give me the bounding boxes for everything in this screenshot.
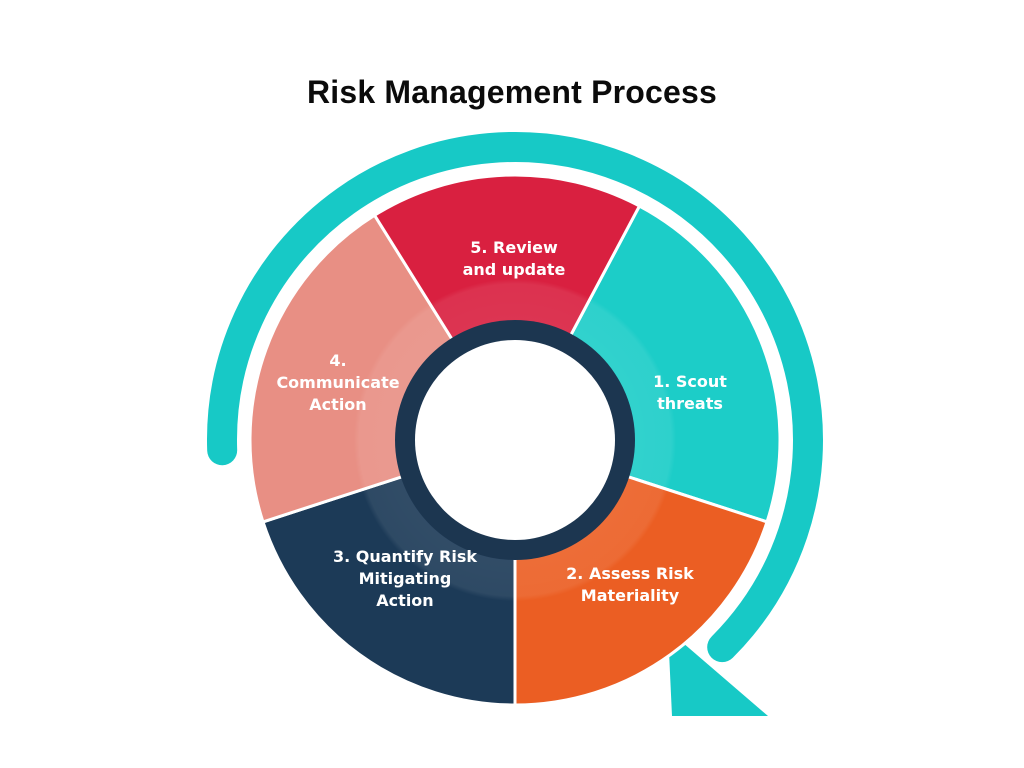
segment-label-line: 3. Quantify Risk <box>333 547 477 566</box>
segment-label-line: 2. Assess Risk <box>566 564 694 583</box>
segment-label-line: Materiality <box>581 586 680 605</box>
segment-label-line: threats <box>657 394 723 413</box>
segment-label-line: Action <box>376 591 433 610</box>
segment-label-line: 4. <box>329 351 346 370</box>
cycle-arrow-head <box>668 630 768 716</box>
segment-label-line: Communicate <box>276 373 399 392</box>
hub-center <box>415 340 615 540</box>
page-title: Risk Management Process <box>306 74 718 110</box>
segment-label-line: 1. Scout <box>653 372 727 391</box>
segment-label-line: 5. Review <box>470 238 558 257</box>
segment-label-scout: 1. Scout threats <box>653 372 727 413</box>
segment-label-line: Action <box>309 395 366 414</box>
segment-label-review: 5. Review and update <box>463 238 566 279</box>
cycle-arrow-arc <box>207 132 823 663</box>
segment-label-line: and update <box>463 260 566 279</box>
segment-label-line: Mitigating <box>359 569 452 588</box>
